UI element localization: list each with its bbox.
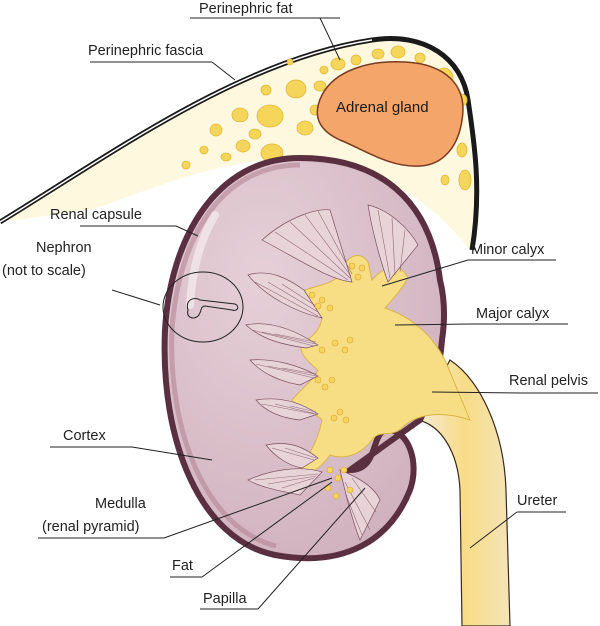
adrenal-gland: [316, 61, 464, 167]
label-perinephric-fascia: Perinephric fascia: [88, 43, 204, 59]
nephron-tubule: [186, 297, 239, 319]
label-major-calyx: Major calyx: [476, 306, 550, 322]
label-medulla-note: (renal pyramid): [42, 519, 140, 535]
label-nephron: Nephron: [36, 240, 92, 256]
ureter: [417, 359, 511, 626]
label-nephron-note: (not to scale): [2, 263, 86, 279]
label-medulla: Medulla: [95, 496, 147, 512]
sinus-fat: [308, 262, 366, 500]
label-perinephric-fat: Perinephric fat: [199, 1, 293, 17]
label-renal-capsule: Renal capsule: [50, 207, 142, 223]
label-renal-pelvis: Renal pelvis: [509, 373, 588, 389]
label-papilla: Papilla: [203, 591, 247, 607]
label-cortex: Cortex: [63, 428, 106, 444]
label-adrenal-gland: Adrenal gland: [336, 99, 429, 116]
kidney-cortex: [161, 154, 448, 562]
leader-lines: [38, 17, 598, 610]
label-minor-calyx: Minor calyx: [471, 242, 545, 258]
nephron-inset: [162, 271, 244, 343]
label-ureter: Ureter: [517, 493, 557, 509]
label-fat: Fat: [172, 558, 193, 574]
